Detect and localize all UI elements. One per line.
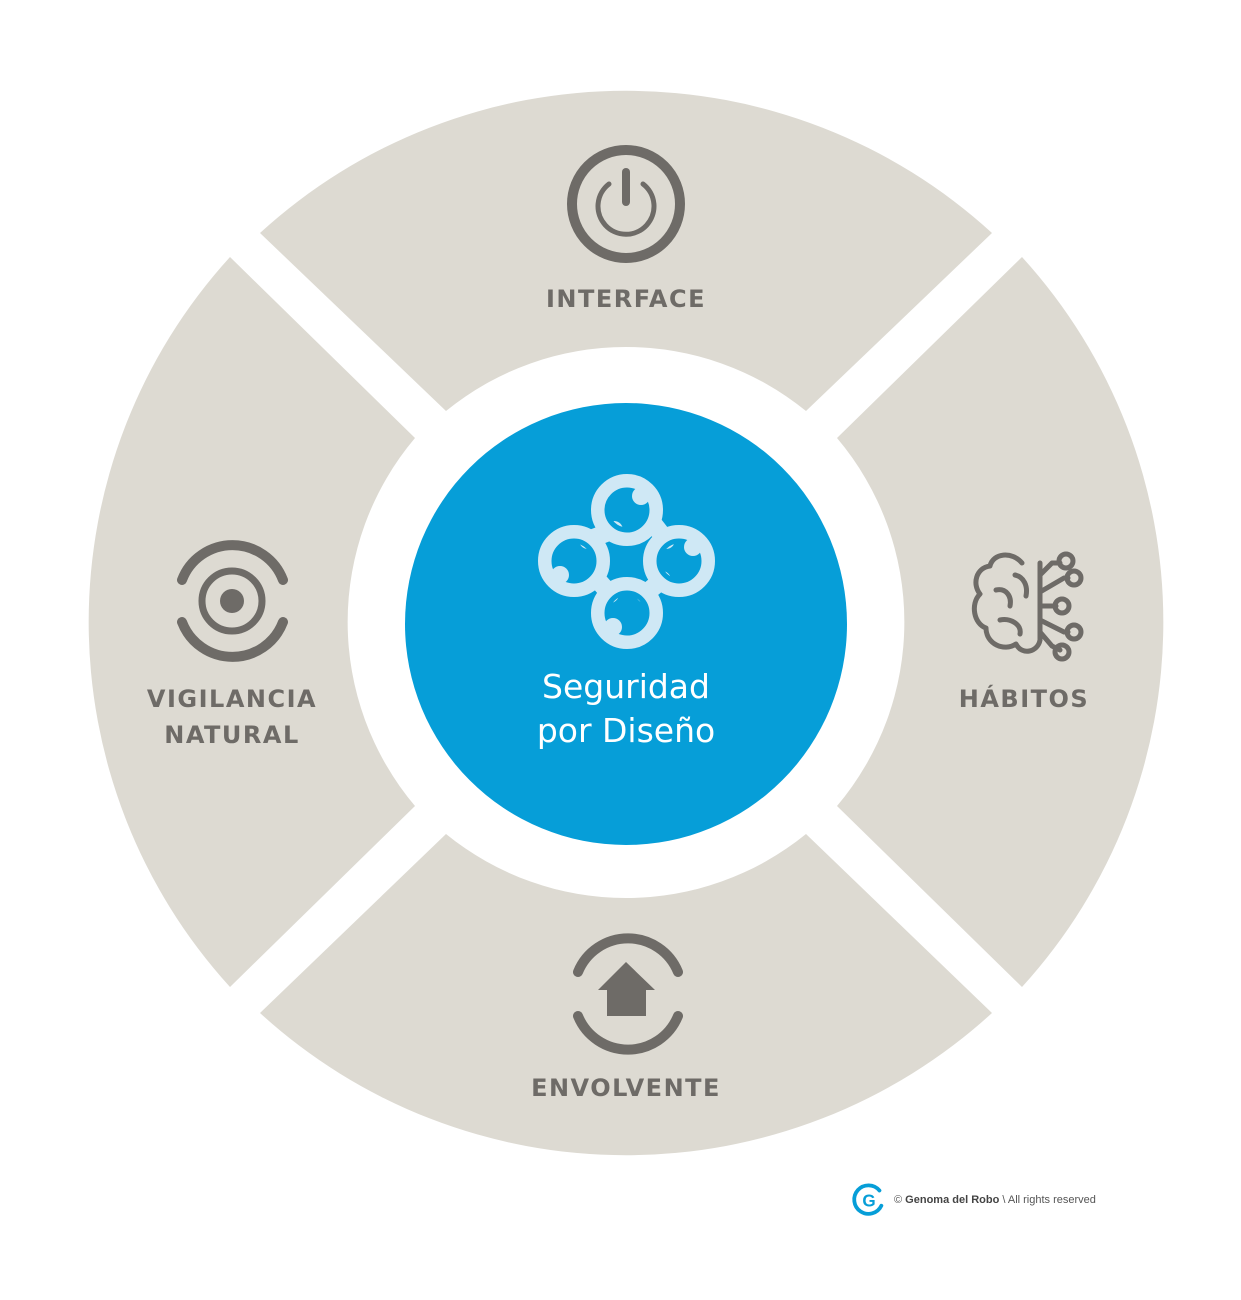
center-title-line-1: Seguridad bbox=[542, 667, 710, 706]
center-circle bbox=[405, 403, 847, 845]
genoma-logo-icon: G bbox=[852, 1183, 884, 1216]
brand-name: Genoma del Robo bbox=[905, 1194, 1000, 1206]
footer-copyright: G © Genoma del Robo \ All rights reserve… bbox=[850, 1180, 1096, 1220]
segment-label-vigilancia: VIGILANCIA bbox=[147, 685, 317, 713]
house-shield-icon bbox=[573, 933, 683, 1055]
segment-label-natural: NATURAL bbox=[164, 721, 300, 749]
segment-label-interface: INTERFACE bbox=[546, 285, 706, 313]
svg-text:G: G bbox=[862, 1192, 875, 1211]
network-nodes-icon bbox=[538, 474, 715, 649]
rights-text: \ All rights reserved bbox=[1002, 1194, 1096, 1206]
eye-target-icon bbox=[177, 540, 288, 662]
power-icon bbox=[567, 145, 685, 263]
segment-interface bbox=[260, 90, 992, 411]
brain-circuit-icon bbox=[971, 551, 1084, 662]
segment-label-envolvente: ENVOLVENTE bbox=[531, 1074, 721, 1102]
copyright-symbol: © bbox=[894, 1194, 903, 1206]
center-title-line-2: por Diseño bbox=[537, 711, 715, 750]
segment-label-habitos: HÁBITOS bbox=[959, 684, 1089, 713]
